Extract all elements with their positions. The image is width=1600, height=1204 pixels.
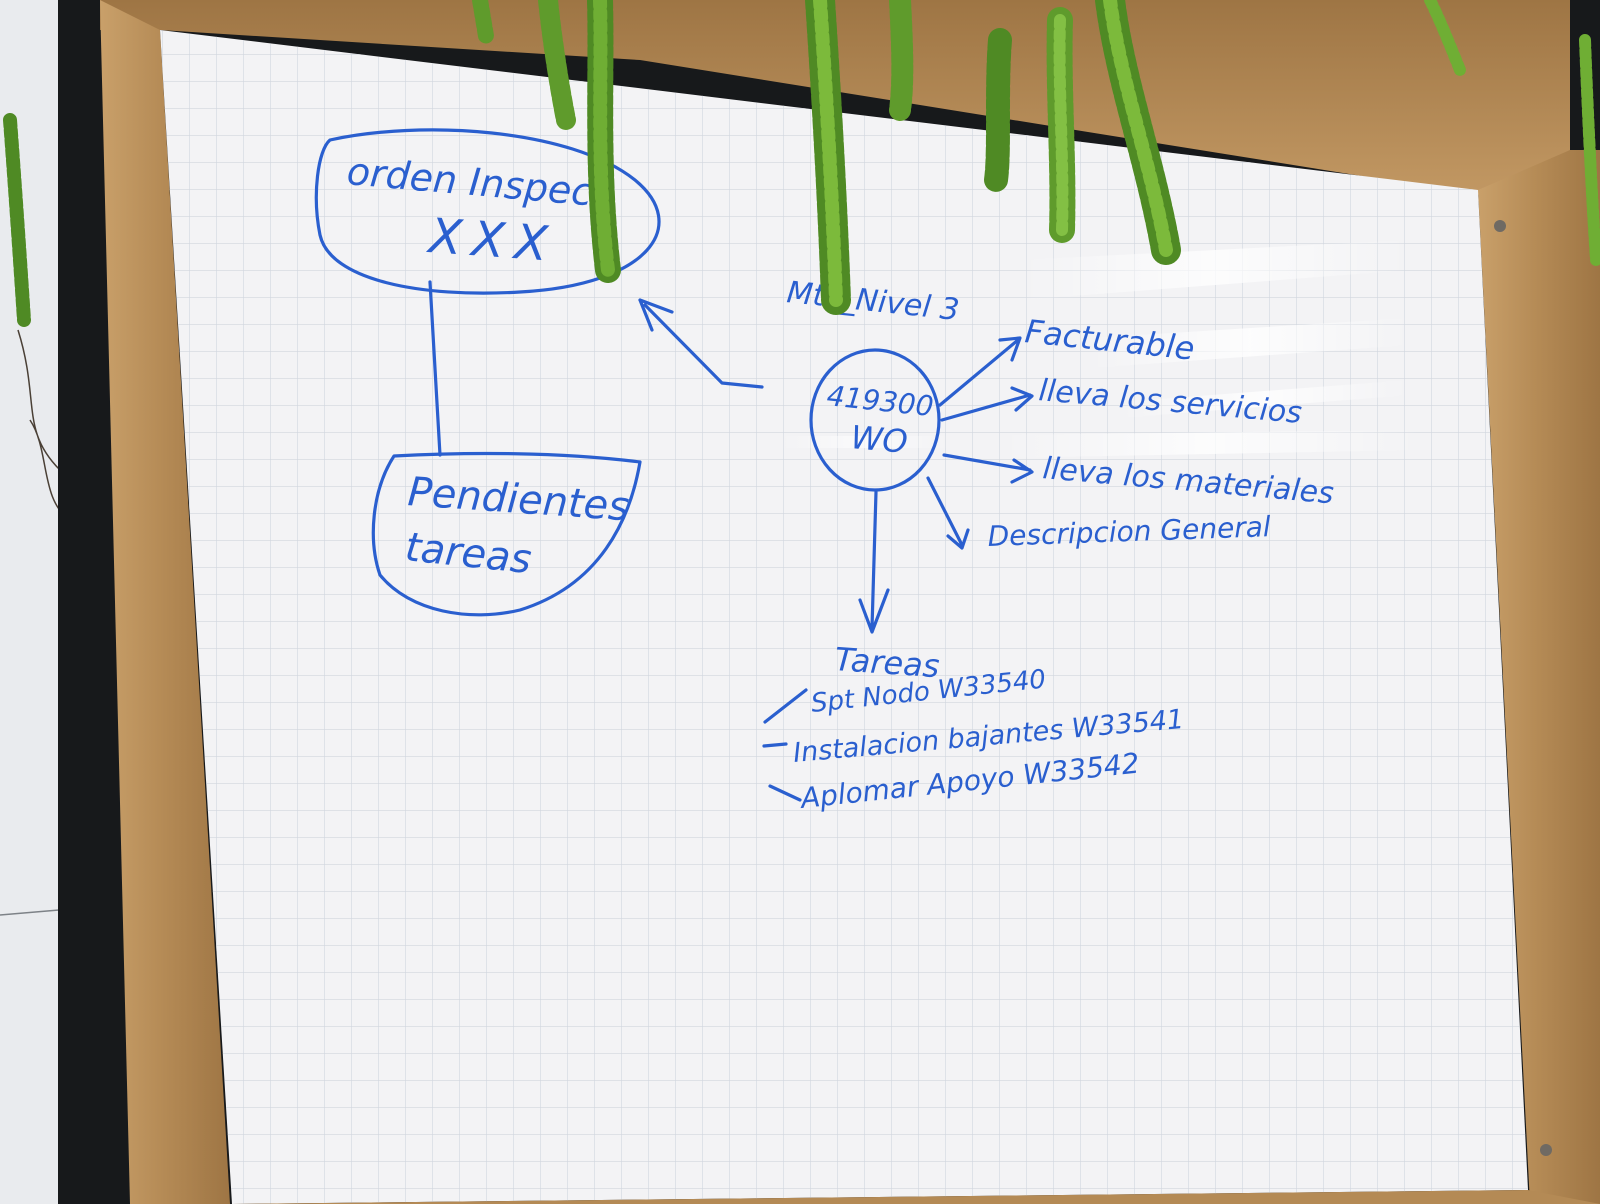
list-bullet: [762, 742, 788, 748]
glare-1: [1020, 240, 1410, 300]
screw-icon: [1494, 220, 1506, 232]
connector-orden-pendientes: [428, 280, 442, 457]
wood-inner-bottom: [232, 1190, 1600, 1204]
text-xxx: XXX: [424, 208, 559, 273]
glare-4: [1000, 430, 1420, 458]
arrow-facturable: [938, 336, 1022, 407]
glare-5: [780, 436, 950, 448]
circle-wo: [809, 348, 941, 492]
text-wo: WO: [849, 418, 909, 461]
screw-icon: [1540, 1144, 1552, 1156]
arrow-servicios: [940, 386, 1034, 422]
wood-frame-top: [100, 0, 1570, 195]
arrowhead-icon: [638, 298, 674, 332]
glare-2: [1090, 318, 1410, 368]
arrow-wo-to-tareas: [858, 490, 890, 634]
glare-3: [1120, 380, 1410, 418]
arrow-wo-to-orden: [643, 303, 764, 389]
whiteboard-grid: [160, 30, 1528, 1204]
list-bullet: [768, 784, 802, 802]
wood-frame-right: [1478, 150, 1600, 1204]
arrow-descripcion: [926, 476, 970, 550]
shape-pendientes-tareas: [371, 451, 642, 617]
list-bullet: [763, 688, 808, 724]
ellipse-orden-inspeccion: [314, 128, 661, 295]
arrow-materiales: [942, 453, 1034, 484]
wood-frame-left: [100, 0, 230, 1204]
hanging-plant: [3, 0, 1600, 327]
text-tareas-title: Tareas: [833, 640, 940, 685]
